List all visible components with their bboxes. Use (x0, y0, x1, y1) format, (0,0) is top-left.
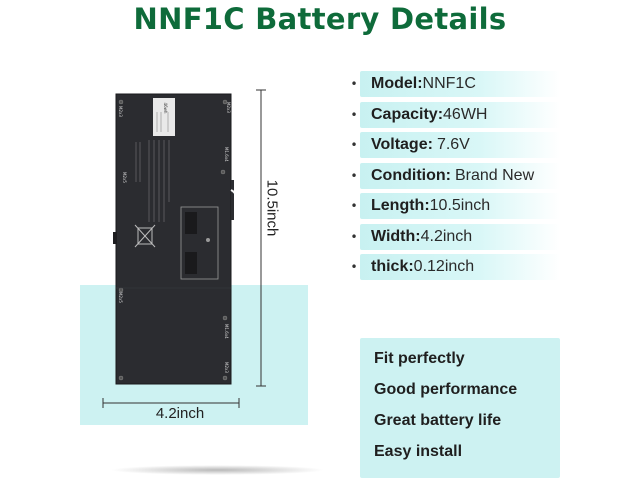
spec-value: Brand New (454, 166, 535, 184)
screw-label: M2x5 (122, 172, 127, 183)
spec-label: Capacity: (371, 105, 444, 123)
battery-shadow (110, 465, 325, 475)
bullet-dot-icon: • (350, 199, 358, 213)
bullet-dot-icon: • (350, 229, 358, 244)
bullet-dot-icon: • (350, 107, 358, 122)
crossed-bin-icon (134, 224, 156, 248)
page-title: NNF1C Battery Details (133, 2, 507, 36)
features-panel: Fit perfectly Good performance Great bat… (360, 338, 560, 478)
spec-row-thick: • thick:0.12inch (350, 253, 640, 281)
screw-label: M2x3 (118, 106, 123, 117)
feature-item: Great battery life (374, 412, 502, 429)
spec-row-condition: • Condition:Brand New (350, 162, 640, 190)
spec-label: Condition: (371, 166, 451, 184)
spec-value: 10.5inch (429, 197, 491, 214)
spec-row-length: • Length:10.5inch (350, 192, 640, 220)
spec-value: 7.6V (436, 136, 470, 153)
bullet-dot-icon: • (350, 77, 358, 91)
feature-item: Good performance (374, 381, 518, 398)
spec-row-capacity: • Capacity:46WH (350, 101, 640, 129)
spec-label: thick: (371, 258, 414, 275)
spec-value: 4.2inch (420, 227, 473, 245)
bullet-dot-icon: • (350, 168, 358, 183)
screw-label: M2x5 (118, 292, 123, 303)
length-dimension-label: 10.5inch (252, 178, 292, 238)
spec-list: • Model:NNF1C • Capacity:46WH • Voltage:… (350, 70, 640, 284)
spec-label: Model: (371, 75, 423, 92)
spec-label: Voltage: (371, 136, 433, 153)
length-dimension-line (256, 89, 266, 387)
bullet-dot-icon: • (350, 138, 358, 152)
width-dimension-label: 4.2inch (155, 405, 205, 422)
spec-value: 46WH (443, 105, 488, 123)
spec-value: 0.12inch (413, 258, 475, 275)
bullet-dot-icon: • (350, 260, 358, 274)
screw-label: M1.6x4 (224, 147, 229, 162)
battery-illustration: 46wh M2x3 M1.6x4 M2x3 M2x5 M2x (113, 93, 234, 385)
spec-value: NNF1C (422, 75, 476, 92)
spec-row-voltage: • Voltage:7.6V (350, 131, 640, 159)
feature-item: Fit perfectly (374, 350, 465, 367)
spec-row-model: • Model:NNF1C (350, 70, 640, 98)
screw-label: M2x3 (224, 362, 229, 373)
screw-label: M1.6x4 (224, 324, 229, 339)
feature-item: Easy install (374, 443, 463, 460)
battery-sticker-text: 46wh (163, 103, 168, 114)
width-dimension-line (102, 398, 240, 408)
spec-label: Width: (371, 227, 421, 245)
screw-label: M2x3 (226, 102, 231, 113)
length-value: 10.5inch (263, 179, 281, 237)
spec-row-width: • Width:4.2inch (350, 223, 640, 251)
spec-label: Length: (371, 197, 430, 214)
